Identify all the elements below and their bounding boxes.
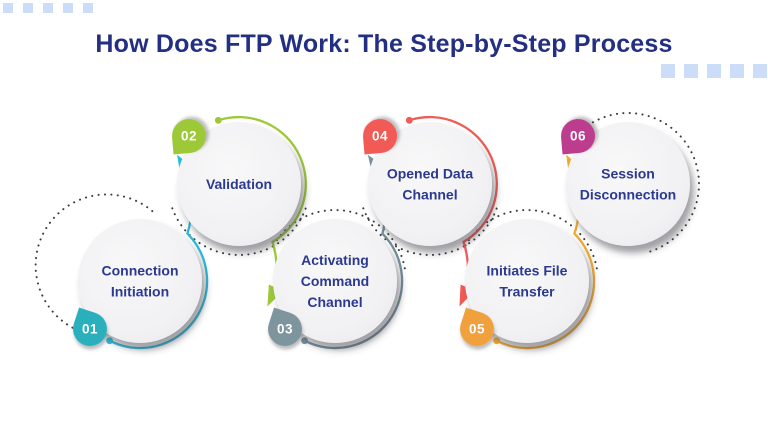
step-number: 03 [277,322,293,337]
connector-4-to-5 [408,115,498,307]
step-number-drop [363,119,397,155]
step-label: Validation [206,176,272,192]
decor-square [3,3,13,13]
step-circle [465,219,589,343]
decor-square [730,64,744,78]
step-circle [566,122,690,246]
decor-square [684,64,698,78]
step-circle [368,122,492,246]
step-number-drop [268,307,302,346]
step-number-drop [172,119,206,155]
dotted-arc-6 [581,112,700,254]
step-number: 01 [82,322,98,337]
connector-start-dot [214,116,222,124]
step-number-drop [561,119,595,155]
decor-square [753,64,767,78]
step-number: 02 [181,129,197,144]
decor-squares-top-left [3,3,103,13]
decor-square [707,64,721,78]
decor-squares-right [652,64,767,78]
step-number-drop [460,307,494,346]
decor-square [83,3,93,13]
connector-start-dot [493,337,500,345]
connector-start-dot [405,116,413,124]
connector-start-dot [106,337,113,345]
step-circle [78,219,202,343]
page-title: How Does FTP Work: The Step-by-Step Proc… [95,30,673,58]
decor-square [43,3,53,13]
step-number: 06 [570,129,586,144]
connector-start-dot [301,337,308,345]
step-circle [177,122,301,246]
dotted-arc-1 [34,193,154,337]
decor-square [661,64,675,78]
decor-square [23,3,33,13]
step-number: 04 [372,129,388,144]
decor-square [63,3,73,13]
dotted-arcs [34,112,700,337]
step-number: 05 [469,322,485,337]
step-circle [273,219,397,343]
step-number-drop [73,307,107,346]
